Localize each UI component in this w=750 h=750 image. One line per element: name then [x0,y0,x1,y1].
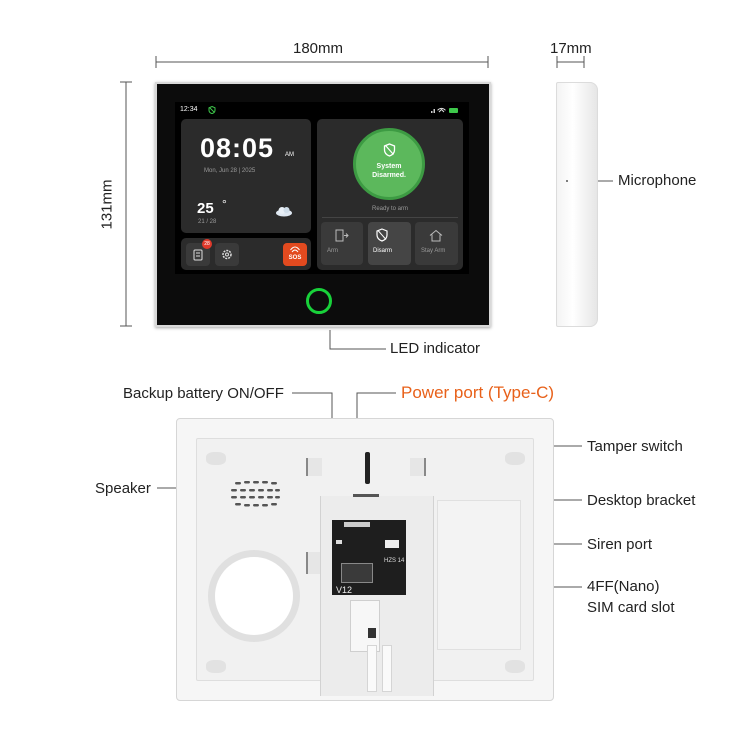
board-label: V12 [336,585,353,595]
mount-boss [215,557,293,635]
tamper-switch [365,452,370,484]
log-button[interactable] [186,243,210,266]
foot [206,452,226,465]
stand-arm [350,600,380,652]
shield-icon [376,228,388,242]
divider [322,217,458,218]
foot [505,660,525,673]
disarm-button[interactable]: Disarm [368,222,411,265]
signal-wifi-battery-icon [431,107,458,113]
sim-card-slot[interactable] [341,563,373,583]
bracket-latch [353,494,379,497]
stay-arm-label: Stay Arm [421,248,446,254]
depth-label: 17mm [550,40,592,57]
bracket-slot [410,458,426,476]
sos-label: SOS [288,255,302,261]
gear-icon [222,249,232,260]
clock-ampm: AM [285,152,294,158]
sim-slot-label-line1: 4FF(Nano) [587,578,660,595]
width-label: 180mm [293,40,344,57]
backup-battery-label: Backup battery ON/OFF [123,385,284,402]
status-ring [353,128,425,200]
log-icon [193,249,203,261]
door-exit-icon [335,229,349,242]
side-view [556,82,598,327]
stand-hole [368,628,376,638]
home-icon [429,229,443,242]
led-indicator-label: LED indicator [390,340,481,357]
bracket-slot [306,458,322,476]
battery-switch[interactable] [336,540,342,544]
sos-button[interactable]: SOS [283,243,307,266]
power-port[interactable] [344,522,370,527]
arm-button[interactable]: Arm [321,222,363,265]
foot [206,660,226,673]
microphone-hole [566,180,568,182]
shield-status-icon [208,106,216,114]
sos-signal-icon [290,246,300,253]
settings-button[interactable] [215,243,239,266]
siren-port-label: Siren port [587,536,653,553]
microphone-label: Microphone [618,172,697,189]
cloud-icon [276,207,292,217]
bracket-slot [306,552,322,574]
speaker-label: Speaker [95,480,151,497]
status-line-1: System [376,163,402,170]
foot [505,452,525,465]
led-ring [306,288,332,314]
siren-port[interactable] [385,540,399,548]
disarm-label: Disarm [373,248,392,254]
arm-label: Arm [327,248,338,254]
temperature: 25 [197,200,214,217]
label-area [437,500,521,650]
notification-badge: 28 [202,239,212,249]
ready-text: Ready to arm [371,206,408,212]
temp-range: 21 / 28 [198,219,217,225]
power-port-label: Power port (Type-C) [401,383,555,402]
degree-symbol: ° [222,197,227,211]
status-line-2: Disarmed. [372,172,406,179]
board-code-label: HZS 14 [384,558,405,564]
status-time: 12:34 [180,106,198,113]
tamper-switch-label: Tamper switch [587,438,683,455]
stand-foot [367,645,377,692]
height-label: 131mm [98,179,116,230]
clock-date: Mon, Jun 28 | 2025 [204,168,256,174]
speaker-grille [231,481,280,507]
stay-arm-button[interactable]: Stay Arm [415,222,458,265]
shield-off-icon [383,143,396,157]
clock-time: 08:05 [200,133,275,163]
sim-slot-label-line2: SIM card slot [587,599,675,616]
stand-foot [382,645,392,692]
desktop-bracket-label: Desktop bracket [587,492,696,509]
